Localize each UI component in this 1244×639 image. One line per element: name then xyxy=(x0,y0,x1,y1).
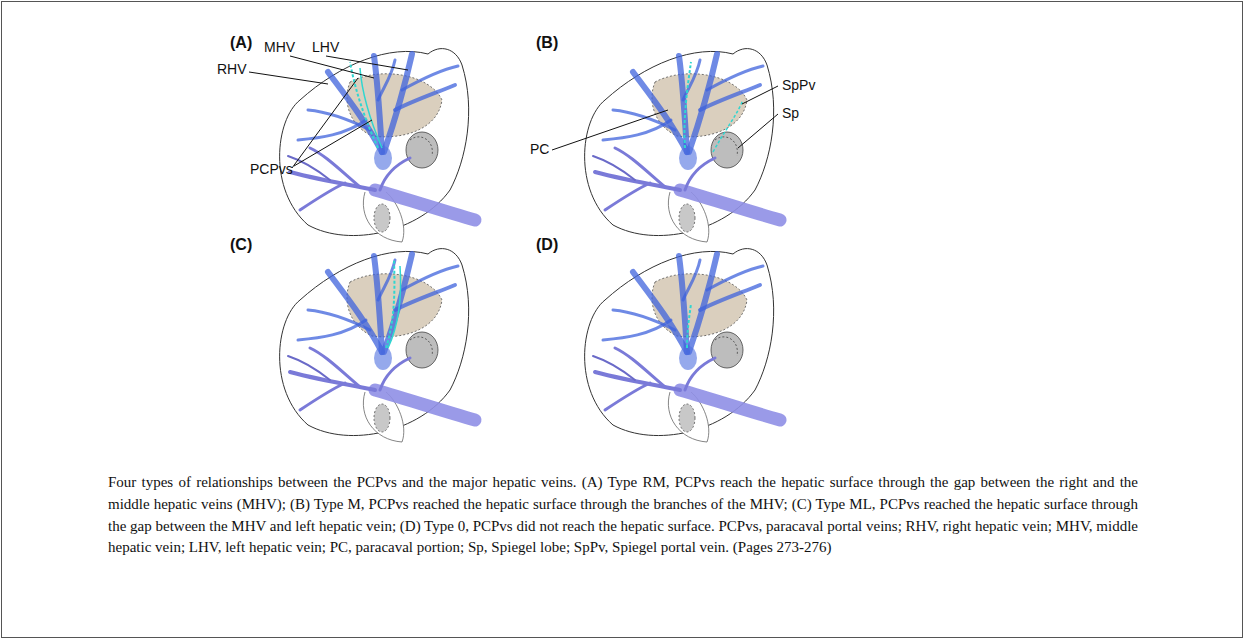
liver-figure xyxy=(280,249,475,442)
vessel-label: LHV xyxy=(312,40,339,55)
region-label: Sp xyxy=(782,106,799,121)
pcpv-line xyxy=(687,304,691,348)
vessel-label: RHV xyxy=(217,62,247,77)
panel-letter: (A) xyxy=(230,34,252,52)
vessel-label: MHV xyxy=(264,40,295,55)
vessel-label: SpPv xyxy=(782,78,815,93)
panel-letter: (D) xyxy=(536,236,558,254)
leader-lines xyxy=(249,56,778,168)
pcpv-line xyxy=(360,68,382,148)
vessel-label: PCPvs xyxy=(250,162,293,177)
figure-caption: Four types of relationships between the … xyxy=(108,472,1138,559)
spiegel-portal-vein xyxy=(713,100,743,152)
region-label: PC xyxy=(530,142,549,157)
liver-figure xyxy=(280,49,475,242)
panel-b xyxy=(585,49,780,242)
panel-c xyxy=(280,249,475,442)
panel-d xyxy=(585,249,780,442)
panel-letter: (C) xyxy=(230,236,252,254)
pcpv-line xyxy=(684,62,691,148)
panel-letter: (B) xyxy=(536,34,558,52)
pcpv-line xyxy=(388,266,401,348)
panel-a xyxy=(280,49,475,242)
liver-figure xyxy=(585,49,780,242)
liver-figure xyxy=(585,249,780,442)
